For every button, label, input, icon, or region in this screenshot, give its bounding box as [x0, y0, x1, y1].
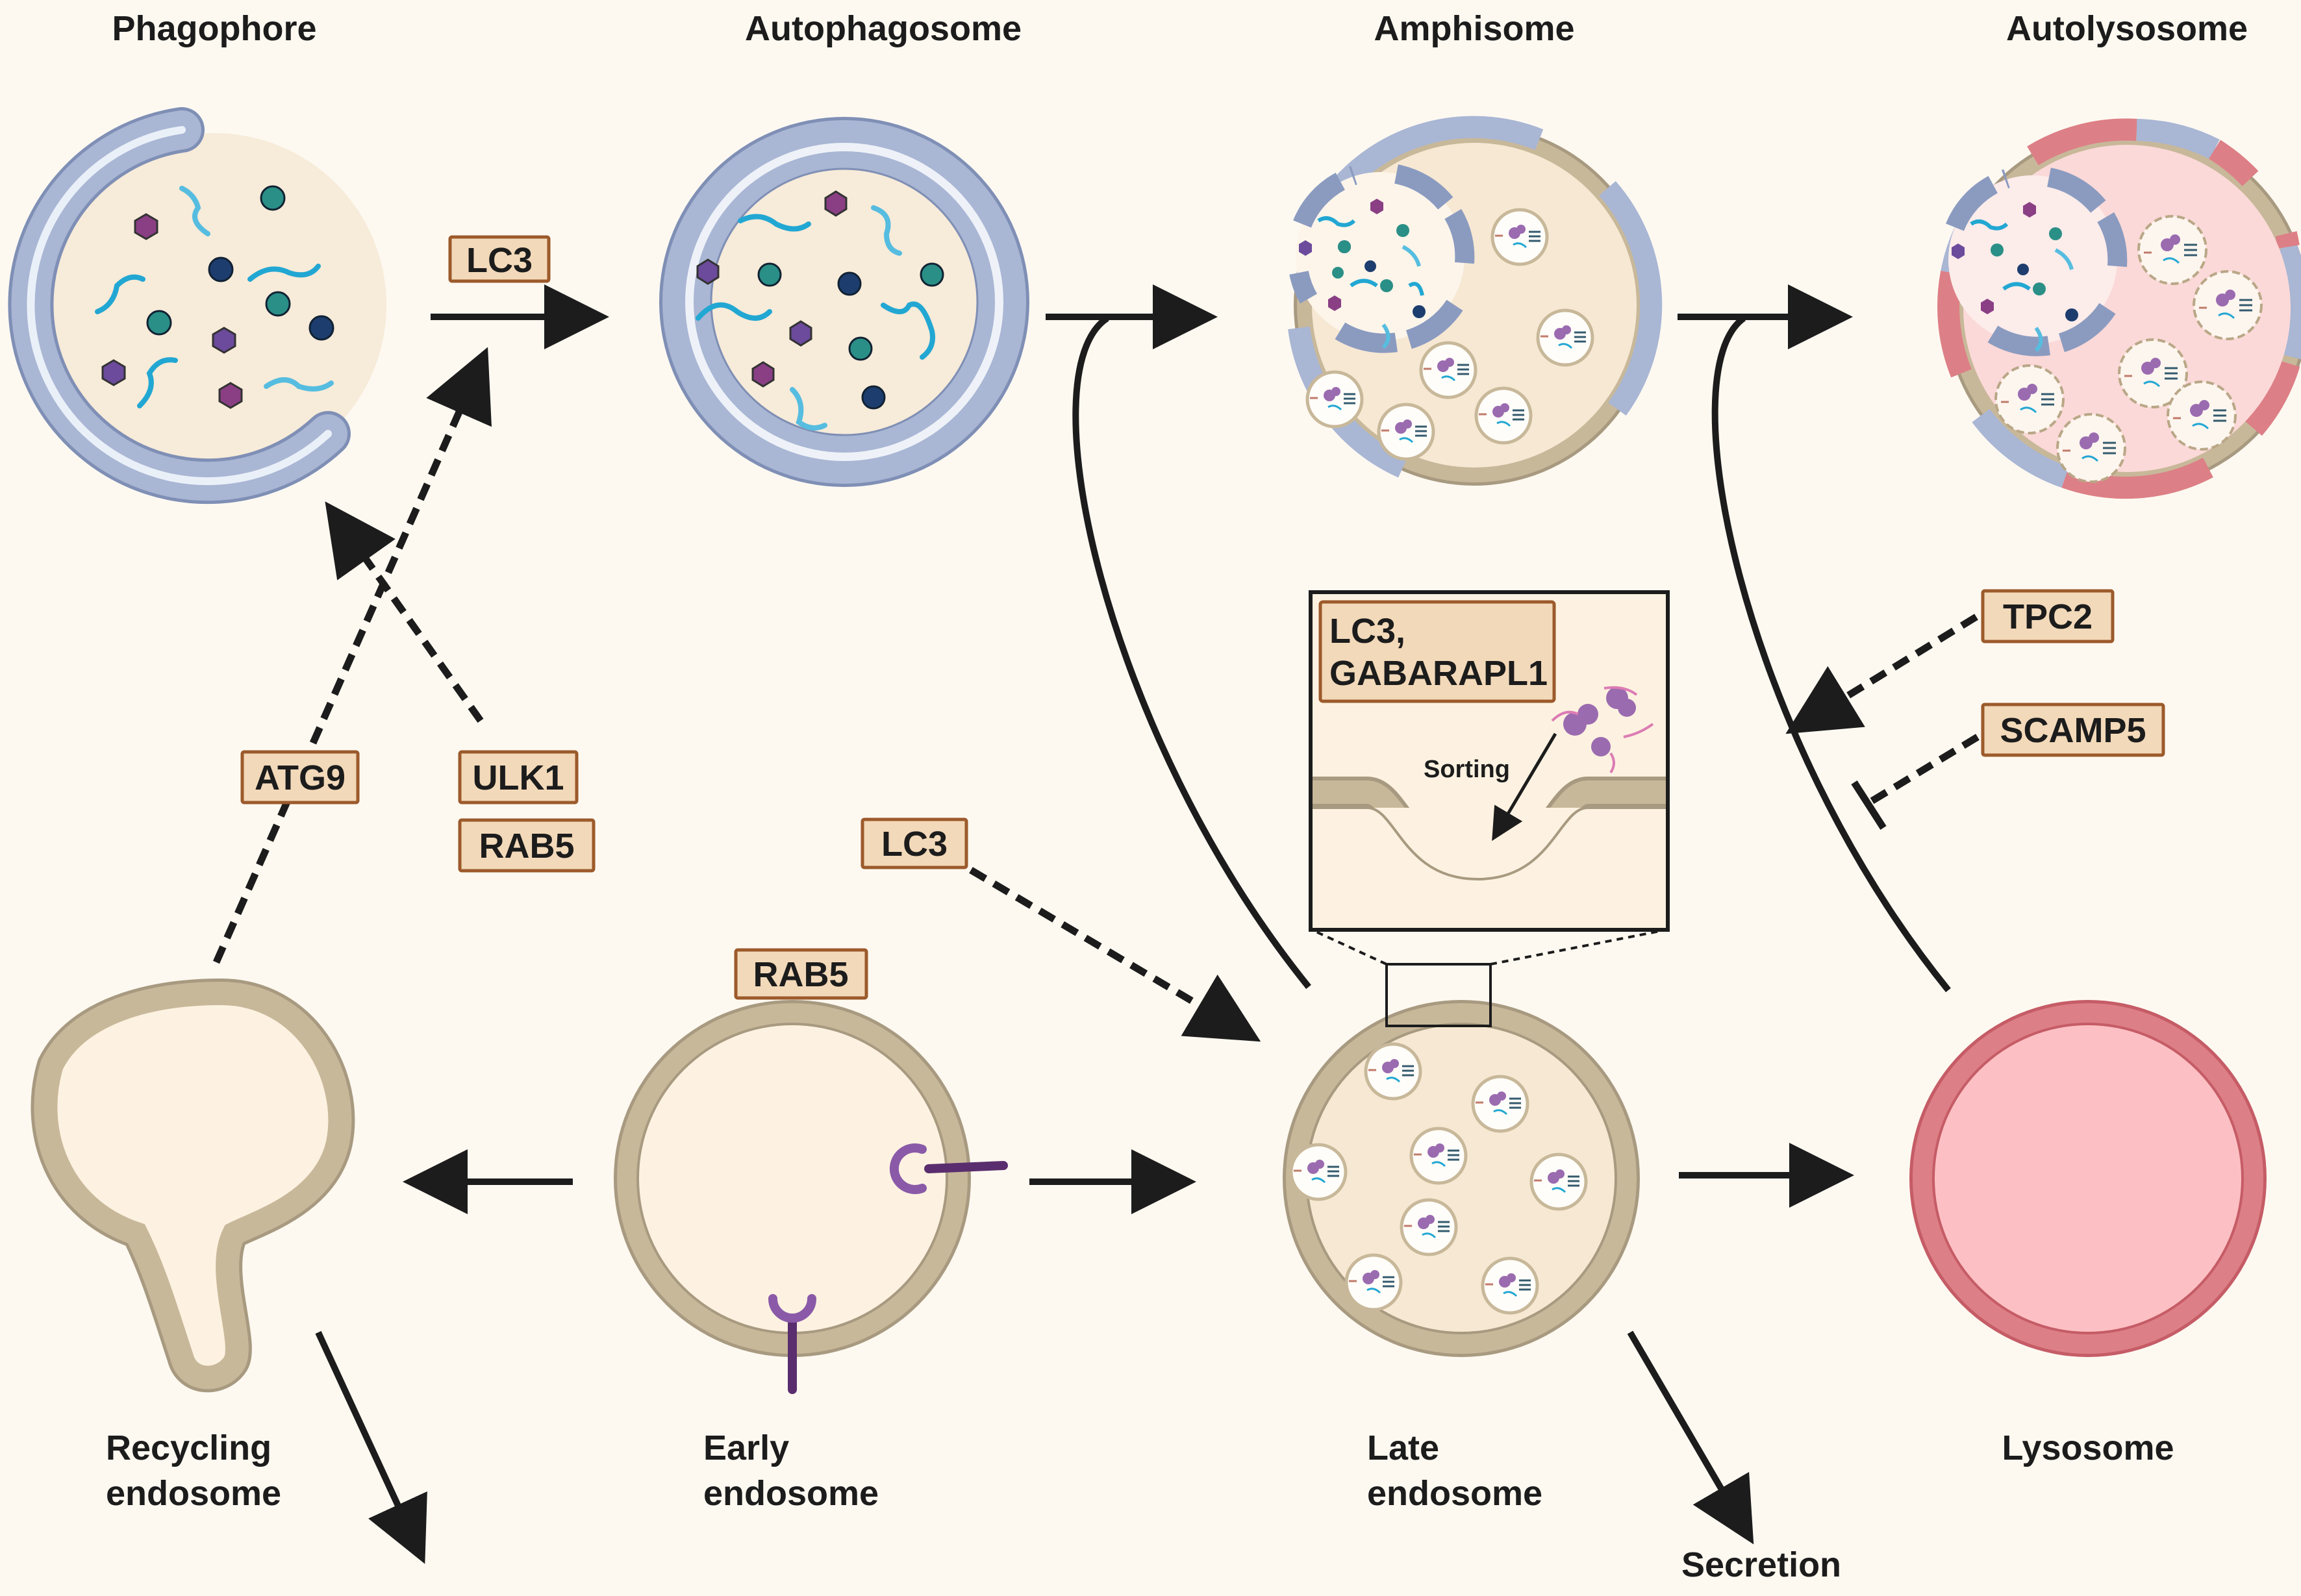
label-lc3-top: LC3 — [466, 241, 533, 280]
inset-label-line1: LC3, — [1329, 612, 1405, 651]
label-lc3-mid: LC3 — [881, 825, 948, 864]
label-rab5-left: RAB5 — [479, 827, 574, 866]
dashed-arrow-lc3 — [969, 867, 1261, 1042]
recycling-endosome-title-line2: endosome — [106, 1474, 281, 1513]
receptor-right — [924, 1161, 1008, 1173]
early-endosome-title-line2: endosome — [703, 1474, 879, 1513]
secretion-title: Secretion — [1681, 1545, 1841, 1584]
lysosome — [1909, 1000, 2267, 1357]
zoom-line-left — [1311, 929, 1387, 966]
autolysosome-title: Autolysosome — [2006, 9, 2248, 48]
curve-lysosome-to-autolysosome — [1711, 315, 1951, 993]
late-endosome — [1283, 963, 1640, 1357]
arrow-recycling-out — [315, 1330, 427, 1564]
recycling-endosome-title-line1: Recycling — [106, 1428, 271, 1467]
label-rab5-early: RAB5 — [753, 955, 848, 994]
zoom-line-right — [1490, 929, 1667, 966]
label-scamp5: SCAMP5 — [2000, 711, 2146, 750]
autophagosome-title: Autophagosome — [745, 9, 1022, 48]
arrow-late-to-secretion — [1627, 1330, 1754, 1545]
sorting-label: Sorting — [1424, 756, 1510, 783]
phagophore — [8, 107, 386, 505]
inhibition-bar — [1851, 780, 1887, 830]
dashed-arrow-atg9 — [212, 347, 492, 964]
label-ulk1: ULK1 — [472, 758, 564, 797]
late-endosome-title-line1: Late — [1367, 1428, 1439, 1467]
dashed-inhibition-scamp5 — [1868, 734, 1980, 805]
phagophore-title: Phagophore — [112, 9, 316, 48]
autophagosome — [659, 117, 1029, 487]
late-endosome-title-line2: endosome — [1367, 1474, 1542, 1513]
inset-label-line2: GABARAPL1 — [1329, 654, 1548, 693]
dashed-arrow-tpc2 — [1785, 614, 1978, 734]
dashed-arrow-ulk1-rab5 — [325, 501, 484, 723]
amphisome-title: Amphisome — [1374, 9, 1574, 48]
amphisome — [1288, 116, 1663, 486]
label-tpc2: TPC2 — [2003, 597, 2093, 636]
autolysosome — [1937, 118, 2301, 499]
lysosome-title: Lysosome — [2002, 1428, 2174, 1467]
recycling-endosome — [31, 978, 355, 1393]
curve-late-endosome-to-amphisome — [1072, 315, 1311, 990]
zoom-region — [1385, 963, 1492, 1027]
early-endosome-title-line1: Early — [703, 1428, 789, 1467]
sorting-arrow — [1492, 732, 1557, 842]
early-endosome — [614, 1000, 1008, 1394]
label-atg9: ATG9 — [255, 758, 346, 797]
